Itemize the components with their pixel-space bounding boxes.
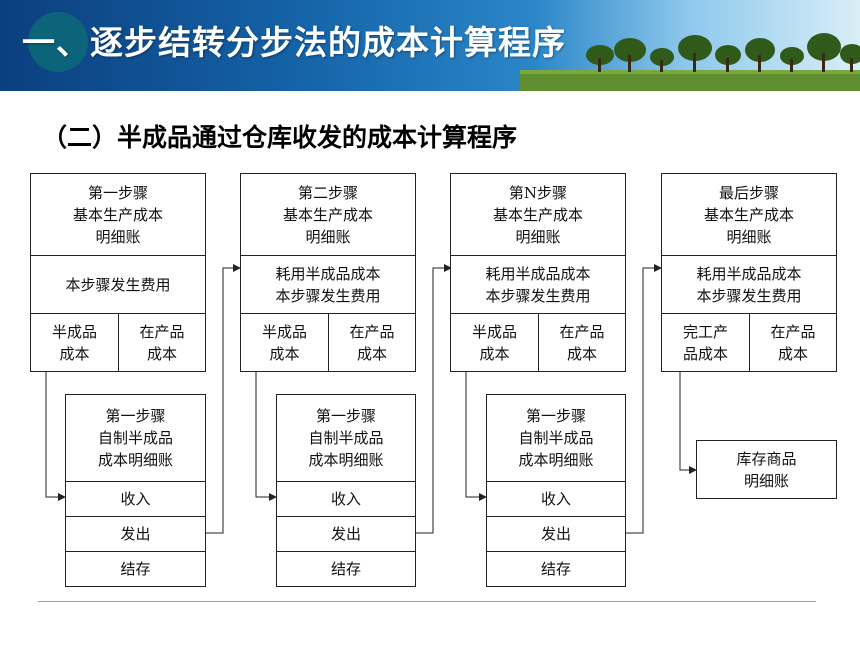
section-subtitle: （二）半成品通过仓库收发的成本计算程序 bbox=[42, 123, 518, 152]
ledger-1-balance-row: 结存 bbox=[65, 551, 206, 587]
to-final-step-arrow bbox=[626, 264, 662, 534]
ledger-3-balance-row: 结存 bbox=[486, 551, 626, 587]
ledger-2-balance-row: 结存 bbox=[276, 551, 416, 587]
to-step-3-arrow bbox=[416, 264, 452, 534]
to-inventory-arrow bbox=[679, 372, 697, 474]
step-1-right-cell: 在产品成本 bbox=[118, 313, 206, 372]
ledger-2-issue-row: 发出 bbox=[276, 516, 416, 552]
step-2-left-cell: 半成品成本 bbox=[240, 313, 329, 372]
step-n-left-cell: 半成品成本 bbox=[450, 313, 539, 372]
header-landscape bbox=[28, 12, 860, 91]
step-n-right-cell: 在产品成本 bbox=[538, 313, 626, 372]
ledger-1-receipt-row: 收入 bbox=[65, 481, 206, 517]
ledger-1-issue-row: 发出 bbox=[65, 516, 206, 552]
inventory-ledger: 库存商品明细账 bbox=[696, 440, 837, 499]
ledger-3-receipt-row: 收入 bbox=[486, 481, 626, 517]
ledger-3-issue-row: 发出 bbox=[486, 516, 626, 552]
ledger-2-receipt-row: 收入 bbox=[276, 481, 416, 517]
ledger-2-title: 第一步骤自制半成品成本明细账 bbox=[276, 394, 416, 482]
final-step-right-cell: 在产品成本 bbox=[749, 313, 837, 372]
final-step-account-header: 最后步骤基本生产成本明细账 bbox=[661, 173, 837, 256]
step-2-expense-cell: 耗用半成品成本本步骤发生费用 bbox=[240, 255, 416, 314]
footer-divider bbox=[38, 601, 816, 602]
step-n-expense-cell: 耗用半成品成本本步骤发生费用 bbox=[450, 255, 626, 314]
ledger-1-title: 第一步骤自制半成品成本明细账 bbox=[65, 394, 206, 482]
final-step-expense-cell: 耗用半成品成本本步骤发生费用 bbox=[661, 255, 837, 314]
to-ledger-2-arrow bbox=[255, 372, 277, 501]
step-1-left-cell: 半成品成本 bbox=[30, 313, 119, 372]
step-n-account-header: 第N步骤基本生产成本明细账 bbox=[450, 173, 626, 256]
to-step-2-arrow bbox=[206, 264, 241, 534]
step-2-right-cell: 在产品成本 bbox=[328, 313, 416, 372]
to-ledger-3-arrow bbox=[465, 372, 487, 501]
to-ledger-1-arrow bbox=[45, 372, 66, 501]
step-1-expense-cell: 本步骤发生费用 bbox=[30, 255, 206, 314]
step-1-account-header: 第一步骤基本生产成本明细账 bbox=[30, 173, 206, 256]
step-2-account-header: 第二步骤基本生产成本明细账 bbox=[240, 173, 416, 256]
page-title: 一、逐步结转分步法的成本计算程序 bbox=[22, 23, 566, 62]
final-step-left-cell: 完工产品成本 bbox=[661, 313, 750, 372]
header-banner: 一、逐步结转分步法的成本计算程序 bbox=[0, 0, 860, 91]
ledger-3-title: 第一步骤自制半成品成本明细账 bbox=[486, 394, 626, 482]
